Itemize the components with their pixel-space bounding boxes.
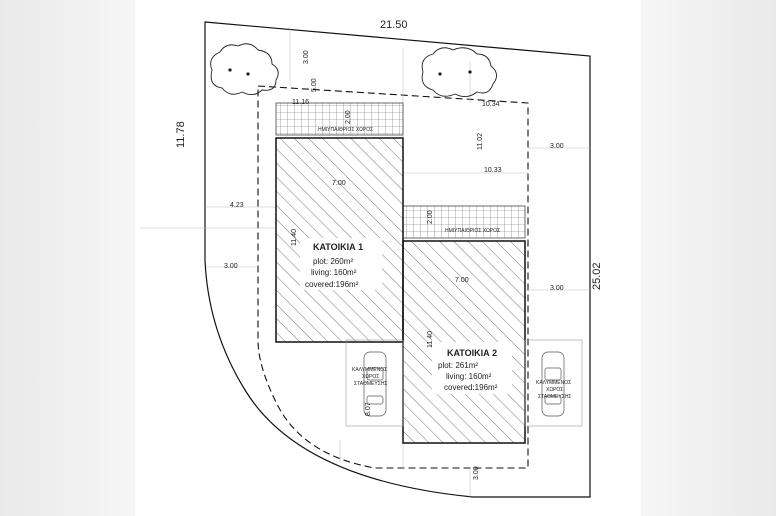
parking-right-line2: ΧΩΡΟΣ (546, 387, 563, 393)
construction-lines (140, 27, 590, 497)
house2-covered: covered:196m² (444, 383, 498, 392)
parking-right-line3: ΣΤΑΘΜΕΥΣΗΣ (538, 394, 572, 400)
canopy-label-house2: ΗΜΙΥΠΑΙΘΡΙΟΣ ΧΩΡΟΣ (445, 228, 500, 234)
parking-left-line3: ΣΤΑΘΜΕΥΣΗΣ (354, 381, 388, 387)
parking-right-area (524, 339, 583, 427)
dim-house2-width: 7.00 (455, 277, 469, 284)
canopy-label-house1: ΗΜΙΥΠΑΙΘΡΙΟΣ ΧΩΡΟΣ (318, 127, 373, 133)
dim-top-inner: 5.00 (311, 78, 318, 92)
dim-left-height: 11.78 (175, 121, 187, 148)
canopy-house1 (275, 102, 404, 136)
building-envelope (257, 85, 529, 469)
car-icon (363, 351, 387, 417)
dim-left-setback-house1: 4.23 (230, 202, 244, 209)
house1-plot: plot: 260m² (313, 257, 353, 266)
dim-right-setback-top: 3.00 (550, 143, 564, 150)
dim-canopy-depth-1: 2.00 (345, 110, 352, 124)
house2-title: ΚΑΤΟΙΚΙΑ 2 (447, 348, 497, 358)
dim-left-setback-curve: 3.00 (224, 263, 238, 270)
dim-house1-width: 7.00 (332, 180, 346, 187)
dim-canopy-depth-2: 2.00 (427, 210, 434, 224)
parking-left-line2: ΧΩΡΟΣ (362, 374, 379, 380)
dim-house1-depth: 11.40 (291, 229, 298, 246)
dim-right-setback-mid: 3.00 (550, 285, 564, 292)
plot-boundary (204, 21, 591, 498)
car-icon (541, 351, 565, 417)
house1-title: ΚΑΤΟΙΚΙΑ 1 (313, 242, 363, 252)
house1-covered: covered:196m² (305, 280, 359, 289)
house1-label-bg (300, 238, 382, 290)
dim-inner-width-right-mid: 10.33 (484, 167, 502, 174)
tree-icon (421, 47, 497, 97)
background-left (0, 0, 135, 516)
dim-parking-depth: 8.07 (365, 402, 372, 416)
tree-icon (210, 43, 279, 95)
dim-top-width: 21.50 (380, 19, 408, 31)
house2-label-bg (432, 342, 512, 394)
dim-house2-depth: 11.40 (427, 331, 434, 348)
house2-plot: plot: 261m² (438, 361, 478, 370)
background-right (641, 0, 776, 516)
dim-right-height: 25.02 (591, 262, 603, 290)
dim-inner-width-right-top: 10.34 (482, 101, 500, 108)
dim-inner-width-top: 11.16 (292, 99, 309, 106)
dim-top-setback: 3.00 (303, 50, 310, 64)
parking-right-line1: ΚΑΛΥΜΜΕΝΟΣ (536, 380, 571, 386)
parking-left-area (345, 339, 404, 427)
dim-inner-vertical: 11.02 (477, 133, 484, 150)
parking-left-line1: ΚΑΛΥΜΜΕΝΟΣ (352, 367, 387, 373)
house1-living: living: 160m² (311, 268, 357, 277)
house2-living: living: 160m² (446, 372, 492, 381)
dim-bottom-setback: 3.00 (473, 466, 480, 480)
